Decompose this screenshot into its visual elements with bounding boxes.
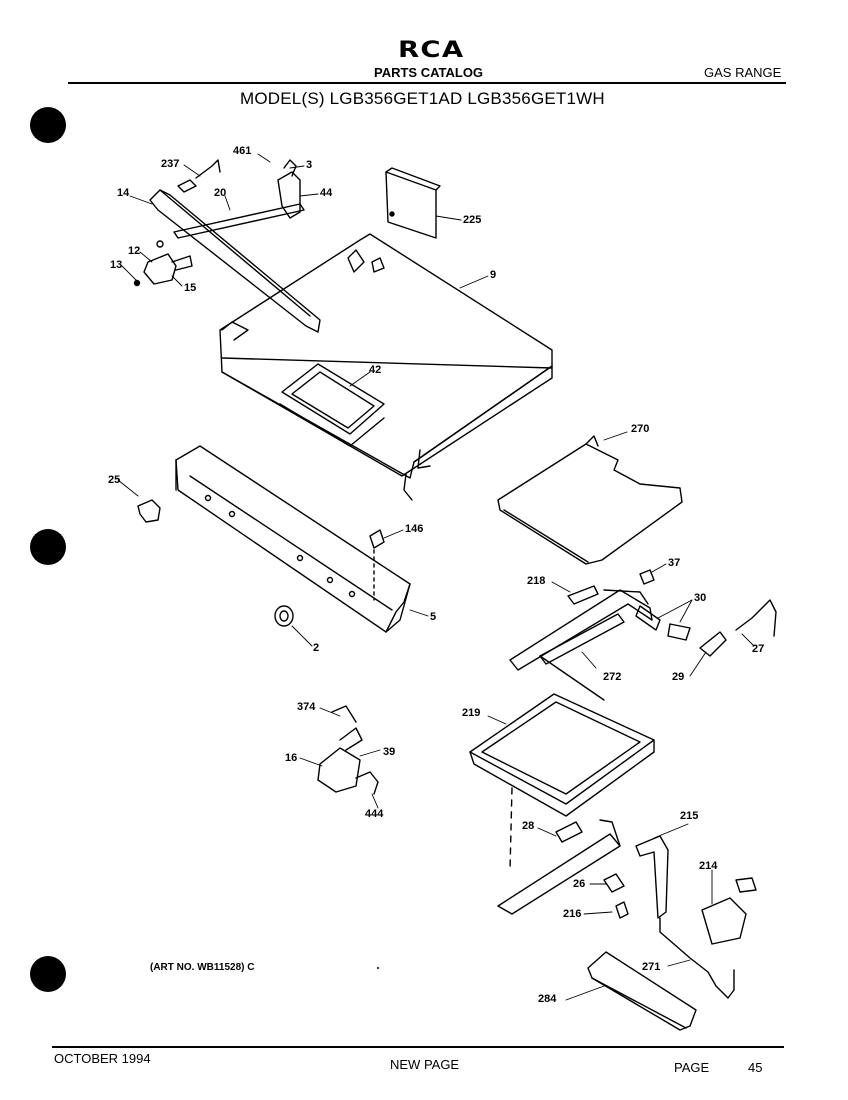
header-rule <box>68 82 786 84</box>
part-label-272: 272 <box>603 671 622 683</box>
model-numbers: MODEL(S) LGB356GET1AD LGB356GET1WH <box>240 89 605 108</box>
knob-clip-25 <box>137 499 161 523</box>
part-label-271: 271 <box>642 961 661 973</box>
part-label-216: 216 <box>563 908 582 920</box>
part-label-146: 146 <box>405 523 424 535</box>
binder-hole-top <box>30 107 66 143</box>
part-label-219: 219 <box>462 707 481 719</box>
grommet-2 <box>274 605 294 627</box>
burner-box <box>219 233 553 501</box>
part-label-444: 444 <box>365 808 384 820</box>
tube-271 <box>659 917 735 999</box>
brand-logo: RCA <box>398 38 465 63</box>
part-label-26: 26 <box>573 878 586 890</box>
burner-valve <box>143 253 177 285</box>
orifice-29 <box>699 631 727 657</box>
part-label-2: 2 <box>313 642 320 654</box>
art-number: (ART NO. WB11528) C <box>150 962 255 973</box>
part-label-225: 225 <box>463 214 482 226</box>
broiler-pan-219 <box>469 693 655 805</box>
shield-225 <box>385 171 437 239</box>
part-label-29: 29 <box>672 671 685 683</box>
oven-burner <box>497 819 625 915</box>
manifold-panel <box>175 445 411 633</box>
part-label-9: 9 <box>490 269 497 281</box>
footer-status: NEW PAGE <box>390 1057 460 1072</box>
binder-hole-bottom <box>30 956 66 992</box>
footer-rule <box>52 1046 784 1048</box>
part-label-37: 37 <box>668 557 681 569</box>
manifold-pipe <box>149 159 321 333</box>
part-label-12: 12 <box>128 245 141 257</box>
part-label-215: 215 <box>680 810 699 822</box>
part-label-374: 374 <box>297 701 316 713</box>
part-label-20: 20 <box>214 187 227 199</box>
electrode-27 <box>735 599 777 637</box>
part-label-270: 270 <box>631 423 650 435</box>
broil-burner <box>509 569 691 701</box>
part-label-25: 25 <box>108 474 121 486</box>
part-label-3: 3 <box>306 159 313 171</box>
footer-date: OCTOBER 1994 <box>54 1051 151 1066</box>
bracket-215 <box>635 835 669 919</box>
safety-valve-214 <box>701 897 747 945</box>
part-label-28: 28 <box>522 820 535 832</box>
product-type: GAS RANGE <box>704 65 782 80</box>
clip-146 <box>369 529 385 549</box>
thermostat-assembly <box>317 705 379 795</box>
footer-page-number: 45 <box>748 1060 763 1075</box>
part-label-218: 218 <box>527 575 546 587</box>
part-label-214: 214 <box>699 860 718 872</box>
part-label-15: 15 <box>184 282 197 294</box>
part-label-44: 44 <box>320 187 333 199</box>
part-label-30: 30 <box>694 592 707 604</box>
part-label-13: 13 <box>110 259 123 271</box>
part-label-27: 27 <box>752 643 765 655</box>
leader-lines <box>117 153 755 1001</box>
bracket-44 <box>277 171 301 219</box>
part-label-42: 42 <box>369 364 382 376</box>
part-label-461: 461 <box>233 145 252 157</box>
part-label-14: 14 <box>117 187 130 199</box>
part-label-16: 16 <box>285 752 298 764</box>
footer-page-label: PAGE <box>674 1060 710 1075</box>
part-label-39: 39 <box>383 746 396 758</box>
part-label-237: 237 <box>161 158 180 170</box>
catalog-title: PARTS CATALOG <box>374 65 484 80</box>
binder-hole-middle <box>30 529 66 565</box>
part-label-5: 5 <box>430 611 437 623</box>
part-label-284: 284 <box>538 993 557 1005</box>
broiler-shield-270 <box>497 443 683 565</box>
